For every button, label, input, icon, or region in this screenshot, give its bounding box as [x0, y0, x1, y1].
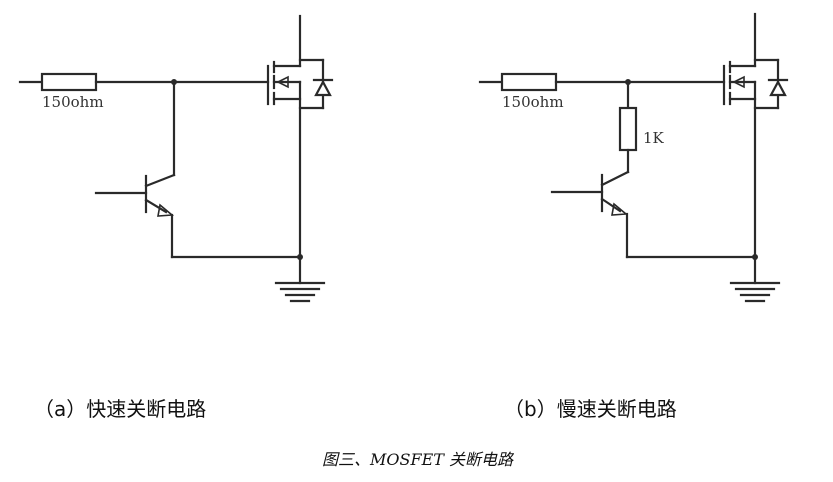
gate-resistor-a	[40, 72, 98, 92]
pnp-transistor-a	[94, 173, 176, 259]
emitter-arrow-icon-a	[157, 203, 175, 217]
circuit-a: 150ohm	[18, 14, 334, 303]
ground-icon-b	[729, 255, 781, 303]
pnp-transistor-b	[550, 170, 630, 259]
emitter-leg-a	[144, 198, 168, 214]
series-resistor-b	[618, 106, 638, 152]
emitter-arrow-icon-b	[611, 202, 629, 216]
emitter-leg-b	[600, 197, 622, 213]
collector-leg-a	[144, 173, 176, 188]
caption-b: （b）慢速关断电路	[504, 397, 677, 421]
gate-resistor-label-a: 150ohm	[42, 93, 104, 111]
mosfet-b	[722, 12, 789, 259]
body-arrow-icon-b	[732, 75, 745, 89]
caption-a: （a）快速关断电路	[34, 397, 207, 421]
body-arrow-icon-a	[276, 75, 289, 89]
gate-resistor-b	[500, 72, 558, 92]
body-diode-icon-b	[769, 79, 787, 97]
figure-title: 图三、MOSFET 关断电路	[322, 450, 514, 469]
ground-icon-a	[274, 255, 326, 303]
collector-leg-b	[600, 170, 630, 187]
body-diode-icon-a	[314, 79, 332, 97]
mosfet-a	[266, 14, 334, 259]
circuit-b: 150ohm 1K	[478, 12, 789, 303]
series-resistor-label-b: 1K	[643, 129, 665, 147]
gate-resistor-label-b: 150ohm	[502, 93, 564, 111]
